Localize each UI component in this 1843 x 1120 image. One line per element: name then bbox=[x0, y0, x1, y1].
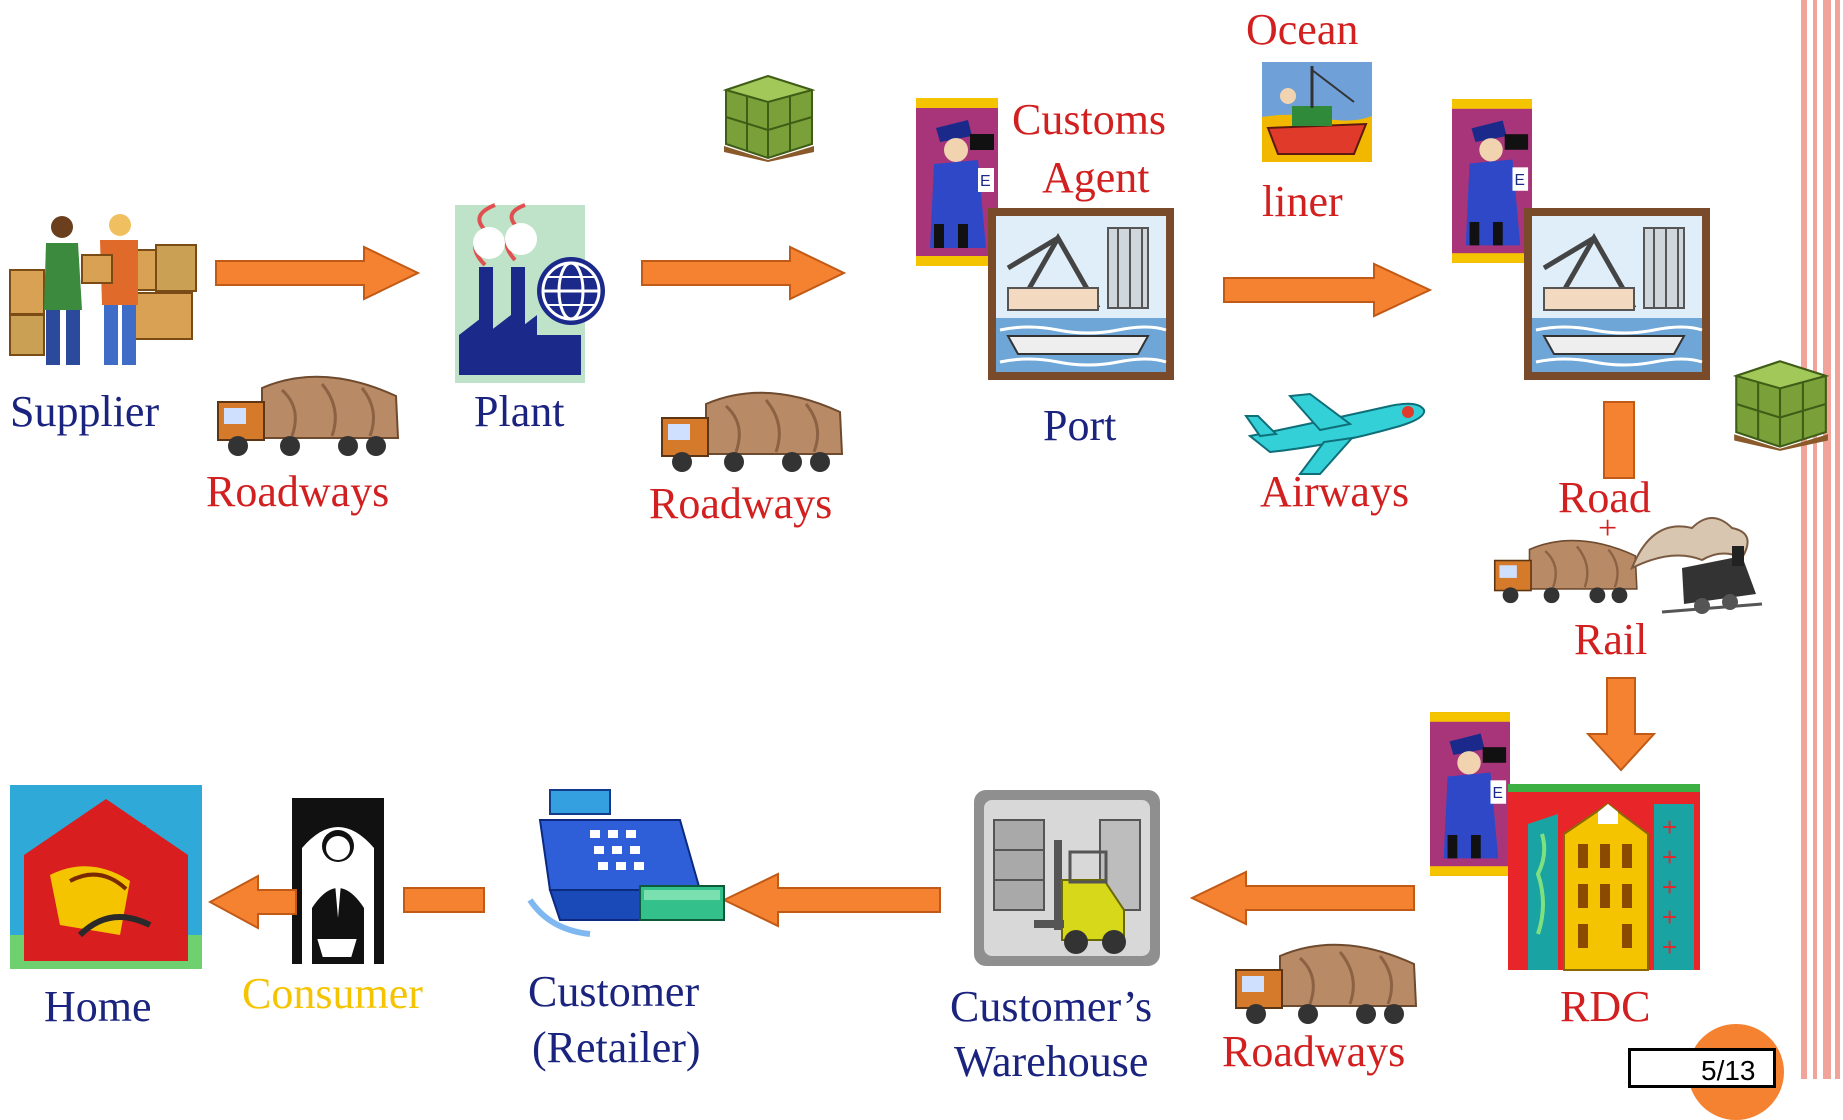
truck-icon bbox=[217, 375, 400, 456]
svg-text:E: E bbox=[980, 173, 991, 190]
boxes-pallet-icon bbox=[722, 74, 816, 162]
train-icon bbox=[1630, 517, 1763, 614]
home-icon bbox=[10, 785, 202, 969]
truck-icon bbox=[1235, 943, 1418, 1024]
rdc-label: RDC bbox=[1560, 982, 1651, 1031]
roadways-label-1: Roadways bbox=[206, 467, 390, 516]
decorative-stripes bbox=[1795, 0, 1843, 1079]
rail-label: Rail bbox=[1574, 615, 1648, 664]
port-label: Port bbox=[1043, 401, 1117, 450]
ship-icon bbox=[1262, 62, 1372, 162]
customs-agent-label-line2: Agent bbox=[1042, 153, 1150, 202]
cash-register-icon bbox=[527, 789, 725, 937]
svg-text:+: + bbox=[1662, 842, 1677, 872]
svg-text:E: E bbox=[1514, 172, 1524, 189]
factory-globe-icon bbox=[455, 203, 605, 383]
arrow-consumer-to-home bbox=[208, 874, 297, 930]
workers-boxes-icon bbox=[9, 214, 197, 365]
rdc-building-icon: + + + + + bbox=[1508, 784, 1700, 971]
arrow-supplier-to-plant bbox=[215, 245, 420, 301]
customs-officer-icon: E bbox=[1430, 712, 1510, 876]
customs-officer-icon: E bbox=[1452, 99, 1532, 263]
consumer-man-icon bbox=[292, 798, 384, 964]
road-label: Road bbox=[1558, 473, 1651, 522]
svg-text:+: + bbox=[1662, 902, 1677, 932]
arrow-rdc-to-customers-warehouse bbox=[1190, 870, 1415, 926]
roadways-label-2: Roadways bbox=[649, 479, 833, 528]
airplane-icon bbox=[1244, 392, 1426, 475]
customs-agent-label-line1: Customs bbox=[1012, 95, 1167, 144]
truck-icon bbox=[661, 391, 844, 472]
svg-text:+: + bbox=[1662, 812, 1677, 842]
liner-label: liner bbox=[1262, 177, 1343, 226]
plant-label: Plant bbox=[474, 387, 565, 436]
plus-label: + bbox=[1598, 510, 1618, 547]
supplier-label: Supplier bbox=[10, 387, 160, 436]
arrow-down-to-rdc bbox=[1586, 677, 1656, 772]
arrow-plant-to-port bbox=[641, 245, 846, 301]
page-number: 5/13 bbox=[1628, 1048, 1776, 1088]
truck-icon bbox=[1493, 539, 1638, 604]
port-crane-icon bbox=[988, 208, 1174, 380]
customers-warehouse-label-line1: Customer’s bbox=[950, 982, 1153, 1031]
customers-warehouse-label-line2: Warehouse bbox=[954, 1037, 1149, 1086]
connector-customer-to-consumer bbox=[403, 887, 485, 913]
customer-label-line1: Customer bbox=[528, 967, 700, 1016]
connector-port-to-road-rail bbox=[1603, 401, 1635, 479]
svg-text:+: + bbox=[1662, 932, 1677, 962]
airways-label: Airways bbox=[1260, 467, 1410, 516]
ocean-label: Ocean bbox=[1246, 5, 1359, 54]
customs-officer-icon: E bbox=[916, 98, 998, 266]
svg-text:+: + bbox=[1662, 872, 1677, 902]
roadways-label-3: Roadways bbox=[1222, 1027, 1406, 1076]
warehouse-forklift-icon bbox=[974, 790, 1160, 966]
svg-text:E: E bbox=[1492, 785, 1502, 802]
boxes-pallet-icon bbox=[1732, 360, 1830, 451]
arrow-warehouse-to-customer bbox=[722, 872, 941, 928]
consumer-label: Consumer bbox=[242, 969, 423, 1018]
customer-label-line2: (Retailer) bbox=[532, 1023, 701, 1072]
arrow-port-to-destination-port bbox=[1223, 262, 1432, 318]
home-label: Home bbox=[44, 982, 152, 1031]
port-crane-icon bbox=[1524, 208, 1710, 380]
